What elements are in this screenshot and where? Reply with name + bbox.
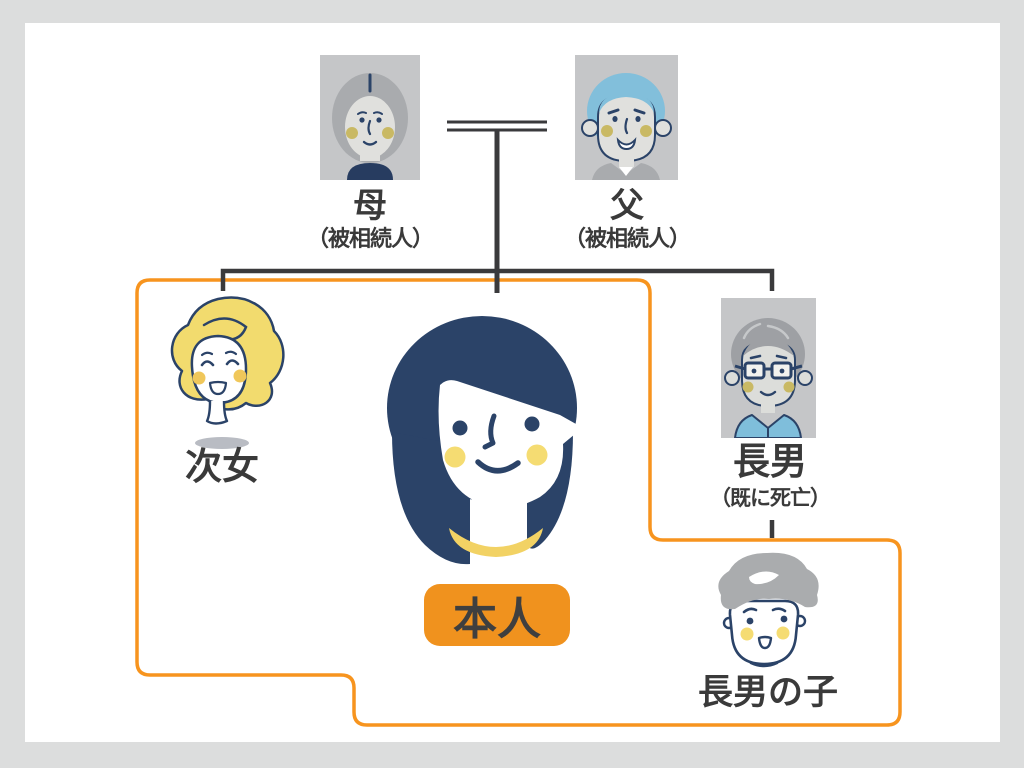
second-daughter-label: 次女 — [185, 446, 259, 487]
father-portrait-icon — [575, 55, 678, 180]
self-label: 本人 — [453, 595, 541, 644]
father-label: 父 — [610, 187, 644, 225]
eldest-son-label: 長男 — [733, 441, 807, 482]
eldest-sons-child-label: 長男の子 — [697, 673, 838, 712]
eldest-sons-child-illustration-icon — [718, 552, 819, 668]
eldest-son-portrait-icon — [721, 298, 816, 438]
father-note: （被相続人） — [563, 226, 691, 251]
mother-label: 母 — [353, 187, 387, 225]
mother-portrait-icon — [320, 55, 420, 180]
self-badge: 本人 — [424, 584, 570, 646]
mother-note: （被相続人） — [306, 226, 434, 251]
eldest-son-note: （既に死亡） — [710, 487, 831, 510]
self-illustration-icon — [387, 316, 579, 565]
second-daughter-illustration-icon — [170, 296, 285, 449]
